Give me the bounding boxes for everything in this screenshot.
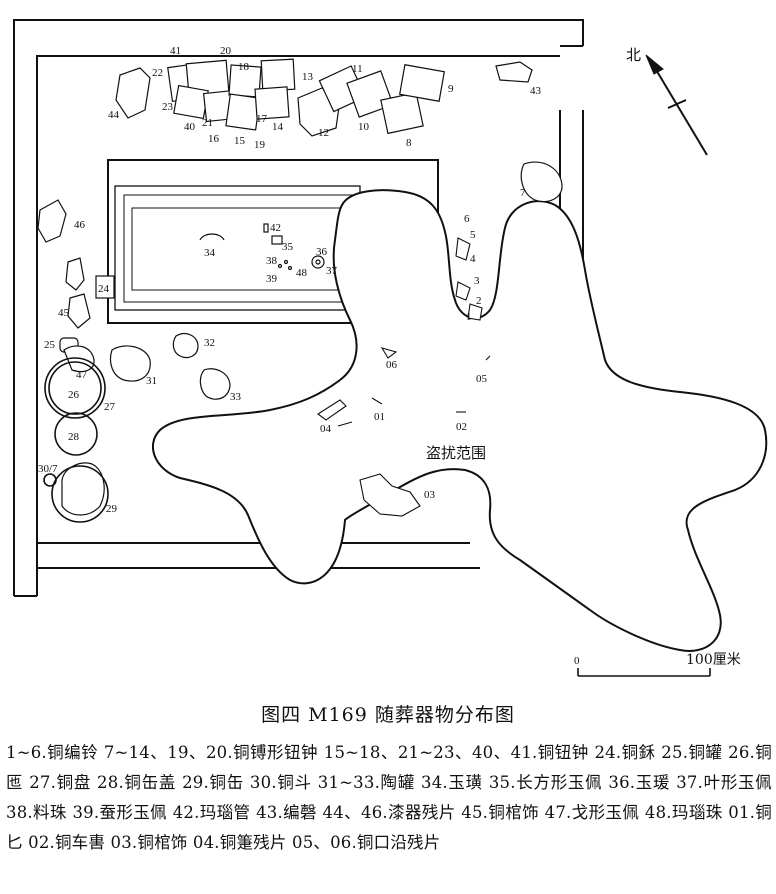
scale-start: 0 [574, 655, 580, 667]
label-31: 31 [146, 375, 157, 387]
tomb-plan-diagram: 北 0 100厘米 盗扰范围 [13, 19, 768, 677]
label-5: 5 [470, 229, 476, 241]
label-3: 3 [474, 275, 480, 287]
robbery-zone-label: 盗扰范围 [426, 444, 486, 462]
disturbed-items [317, 237, 491, 517]
label-6: 6 [464, 213, 470, 225]
label-21: 21 [202, 117, 213, 129]
label-34: 34 [204, 247, 216, 259]
label-12: 12 [318, 127, 329, 139]
figure-legend: 1~6.铜编铃 7~14、19、20.铜镈形钮钟 15~18、21~23、40、… [6, 743, 772, 852]
label-11: 11 [352, 63, 363, 75]
label-27: 27 [104, 401, 116, 413]
label-17: 17 [256, 113, 268, 125]
label-14: 14 [272, 121, 284, 133]
label-23: 23 [162, 101, 174, 113]
label-04: 04 [320, 423, 332, 435]
label-02: 02 [456, 421, 467, 433]
label-10: 10 [358, 121, 370, 133]
label-9: 9 [448, 83, 454, 95]
label-44: 44 [108, 109, 120, 121]
label-40: 40 [184, 121, 196, 133]
bronze-bells-cluster [37, 58, 563, 516]
label-45: 45 [58, 307, 70, 319]
label-1: 1 [466, 311, 472, 323]
label-36: 36 [316, 246, 328, 258]
label-03: 03 [424, 489, 436, 501]
label-29: 29 [106, 503, 118, 515]
label-8: 8 [406, 137, 412, 149]
north-arrow-icon [645, 54, 708, 156]
label-24: 24 [98, 283, 110, 295]
label-2: 2 [476, 295, 482, 307]
label-15: 15 [234, 135, 246, 147]
label-13: 13 [302, 71, 314, 83]
label-43: 43 [530, 85, 542, 97]
label-38: 38 [266, 255, 278, 267]
label-4: 4 [470, 253, 476, 265]
label-18: 18 [238, 61, 250, 73]
label-06: 06 [386, 359, 398, 371]
label-37: 37 [326, 265, 338, 277]
bronze-vessels [43, 357, 109, 523]
label-32: 32 [204, 337, 215, 349]
figure-caption: 图四 M169 随葬器物分布图 [261, 704, 515, 726]
jade-items [199, 223, 325, 271]
label-30: 30/7 [38, 463, 58, 475]
label-46: 46 [74, 219, 86, 231]
north-label: 北 [626, 46, 641, 64]
label-7: 7 [520, 187, 526, 199]
label-35: 35 [282, 241, 294, 253]
label-41: 41 [170, 45, 181, 57]
label-25: 25 [44, 339, 56, 351]
scale-end: 100厘米 [686, 652, 741, 668]
label-01: 01 [374, 411, 385, 423]
label-26: 26 [68, 389, 80, 401]
label-33: 33 [230, 391, 242, 403]
label-47: 47 [76, 369, 88, 381]
label-48: 48 [296, 267, 308, 279]
label-39: 39 [266, 273, 278, 285]
label-22: 22 [152, 67, 163, 79]
robbery-zone-outline [151, 189, 768, 652]
label-42: 42 [270, 222, 281, 234]
label-05: 05 [476, 373, 488, 385]
label-16: 16 [208, 133, 220, 145]
label-20: 20 [220, 45, 232, 57]
artifact-number-labels: 1 2 3 4 5 6 7 8 9 10 11 12 13 14 15 16 1… [38, 45, 542, 515]
scale-bar [577, 668, 711, 677]
label-28: 28 [68, 431, 80, 443]
label-19: 19 [254, 139, 266, 151]
